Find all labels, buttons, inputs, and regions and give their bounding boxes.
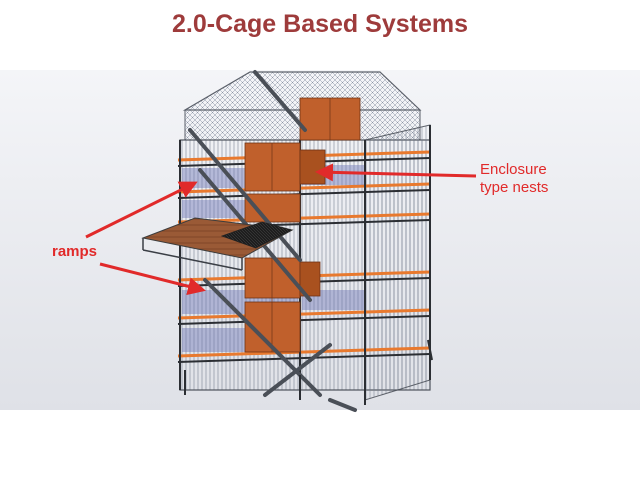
walkway-rails xyxy=(142,238,243,271)
ramps xyxy=(188,70,357,412)
annotation-arrows xyxy=(85,163,477,296)
cage-legs xyxy=(184,339,433,405)
annotation-enclosure-nests: Enclosure type nests xyxy=(480,161,548,197)
cage-side-face xyxy=(364,124,431,401)
arrow-ramps-lower xyxy=(99,262,206,296)
arrow-ramps-upper xyxy=(85,181,198,239)
arrow-enclosure xyxy=(315,163,477,182)
walkway-grate xyxy=(220,221,294,249)
annotation-enclosure-line1: Enclosure xyxy=(480,161,547,178)
nest-partitions xyxy=(271,98,331,352)
annotation-enclosure-line2: type nests xyxy=(480,179,549,196)
slide-title: 2.0-Cage Based Systems xyxy=(172,10,468,38)
annotation-ramps: ramps xyxy=(52,243,98,260)
